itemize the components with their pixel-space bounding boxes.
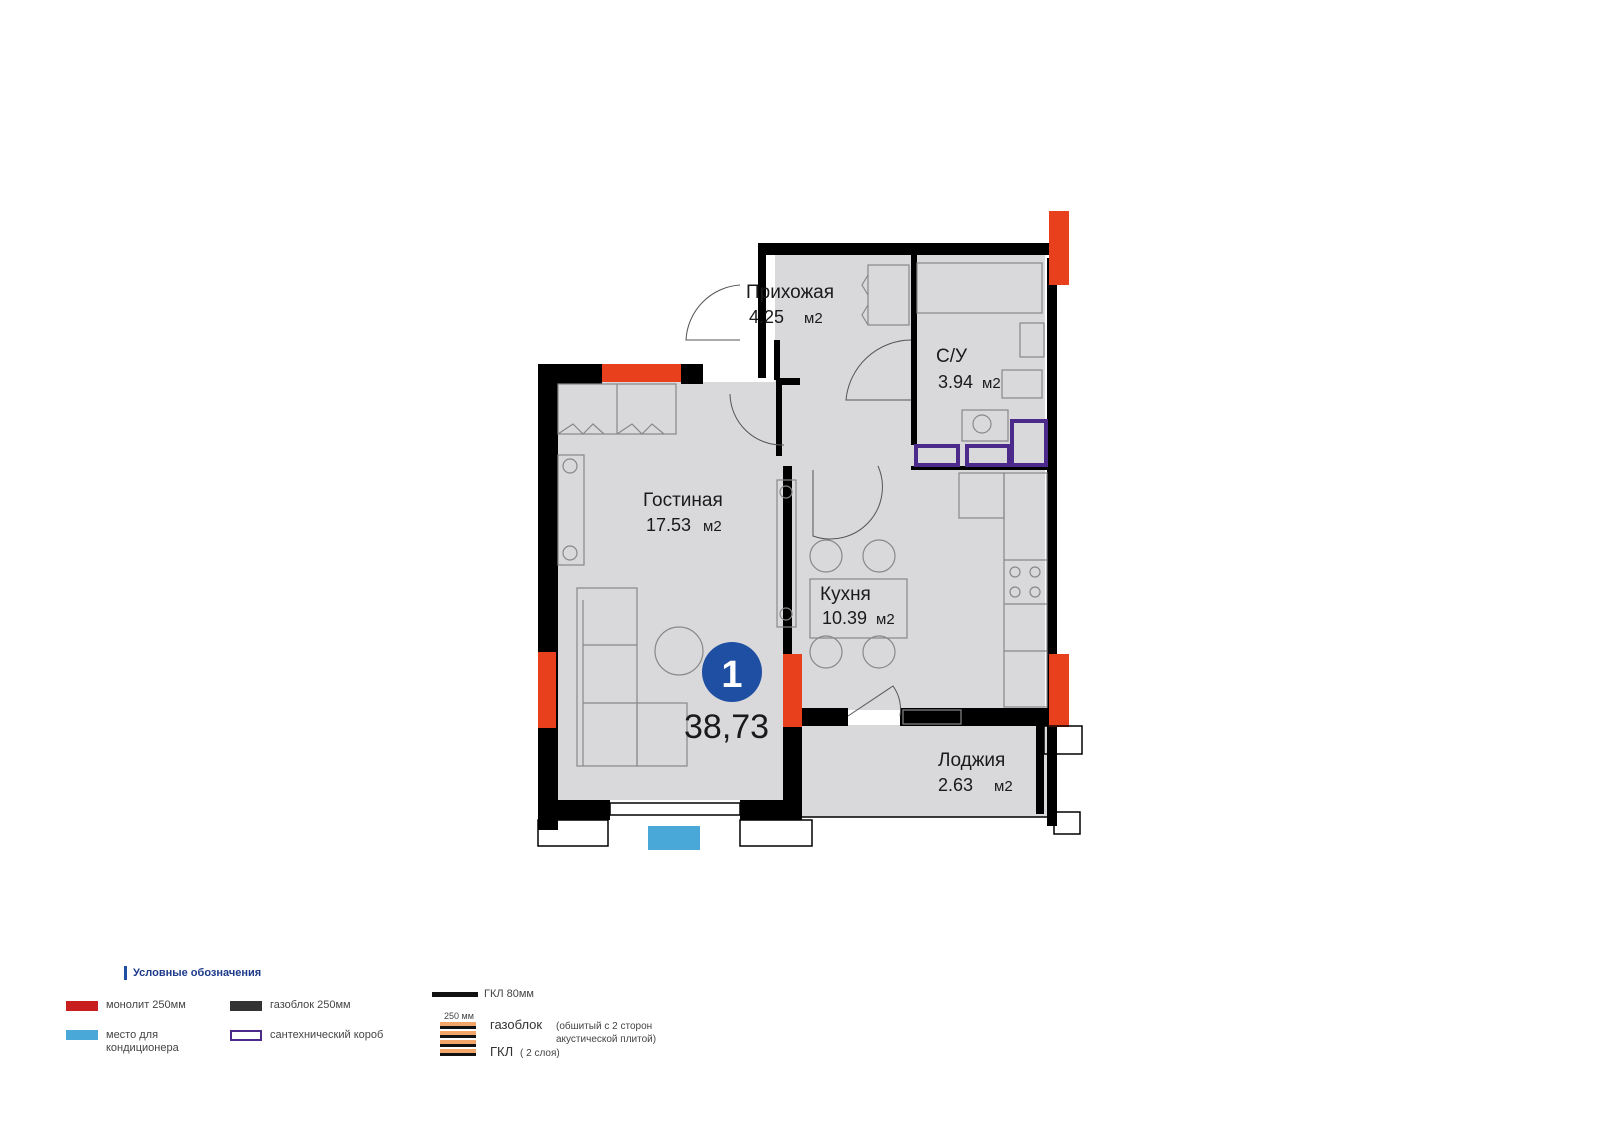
living-name: Гостиная — [643, 490, 723, 511]
monolith-walls — [538, 211, 1069, 728]
legend-gasblock-clad-note: (обшитый с 2 сторон акустической плитой) — [556, 1021, 657, 1045]
legend-gkl: ГКЛ 80мм — [484, 988, 534, 1000]
legend-title: Условные обозначения — [124, 966, 261, 980]
bathroom-name: С/У — [936, 346, 968, 367]
swatch-plumbing — [230, 1030, 262, 1041]
loggia-name: Лоджия — [938, 750, 1005, 771]
living-unit: м2 — [703, 518, 722, 535]
bathroom-area: 3.94 — [938, 372, 973, 392]
legend-ac: место для кондиционера — [106, 1029, 179, 1054]
floor-fill — [552, 255, 1051, 817]
swatch-layers — [440, 1022, 476, 1056]
window — [537, 725, 1083, 847]
apartment-badge — [702, 642, 762, 702]
swatch-gasblock — [230, 1001, 262, 1011]
loggia-area: 2.63 — [938, 775, 973, 795]
swatch-monolith — [66, 1001, 98, 1011]
bathroom-unit: м2 — [982, 375, 1001, 392]
legend-monolith: монолит 250мм — [106, 999, 186, 1011]
legend-gasblock: газоблок 250мм — [270, 999, 351, 1011]
kitchen-unit: м2 — [876, 611, 895, 628]
apartment-total-area: 38,73 — [684, 708, 769, 746]
ac-unit — [648, 826, 700, 850]
kitchen-name: Кухня — [820, 584, 871, 605]
hallway-area: 4.25 — [749, 307, 784, 327]
plumbing-boxes — [914, 419, 1048, 467]
swatch-ac — [66, 1030, 98, 1040]
hallway-unit: м2 — [804, 310, 823, 327]
living-area: 17.53 — [646, 515, 691, 535]
hallway-name: Прихожая — [746, 282, 834, 303]
legend-plumbing: сантехнический короб — [270, 1029, 384, 1041]
legend-layer-size: 250 мм — [444, 1011, 474, 1021]
swatch-gkl — [432, 992, 478, 997]
loggia-unit: м2 — [994, 778, 1013, 795]
furniture — [557, 262, 1048, 767]
legend-gkl-layers-note: ( 2 слоя) — [520, 1048, 560, 1059]
legend-gasblock-clad: газоблок — [490, 1017, 543, 1032]
apartment-number: 1 — [721, 654, 742, 696]
doors — [685, 284, 912, 717]
legend-gkl-layers: ГКЛ — [490, 1044, 514, 1059]
kitchen-area: 10.39 — [822, 608, 867, 628]
